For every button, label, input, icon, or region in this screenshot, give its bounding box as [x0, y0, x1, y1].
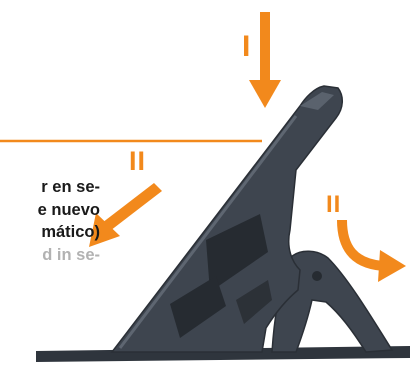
angled-bracket [110, 85, 343, 353]
bracket-ridge [300, 92, 334, 110]
arrow-step-2-rotate [337, 219, 406, 282]
arrow-step-2-push [89, 183, 162, 247]
marker-step-2-rotate: II [326, 191, 342, 218]
bracket-cutout-lower [170, 276, 226, 338]
caption-en-line-1: d in se- [42, 245, 100, 264]
bracket-cutout-upper [206, 214, 268, 292]
instruction-caption: r en se- e nuevo mático) d in se- [0, 176, 100, 266]
caption-es-line-2: e nuevo [37, 200, 100, 219]
marker-step-2-push: II [129, 146, 147, 176]
arrow-step-1 [249, 12, 281, 108]
caption-es-line-3: mático) [41, 223, 100, 241]
bracket-edge-highlight [118, 115, 298, 349]
mounting-hole [312, 271, 322, 281]
marker-step-1: I [242, 30, 251, 63]
caption-es-line-1: r en se- [41, 178, 100, 196]
bracket-cutout-narrow [236, 280, 272, 324]
rear-support-leg [271, 250, 394, 353]
